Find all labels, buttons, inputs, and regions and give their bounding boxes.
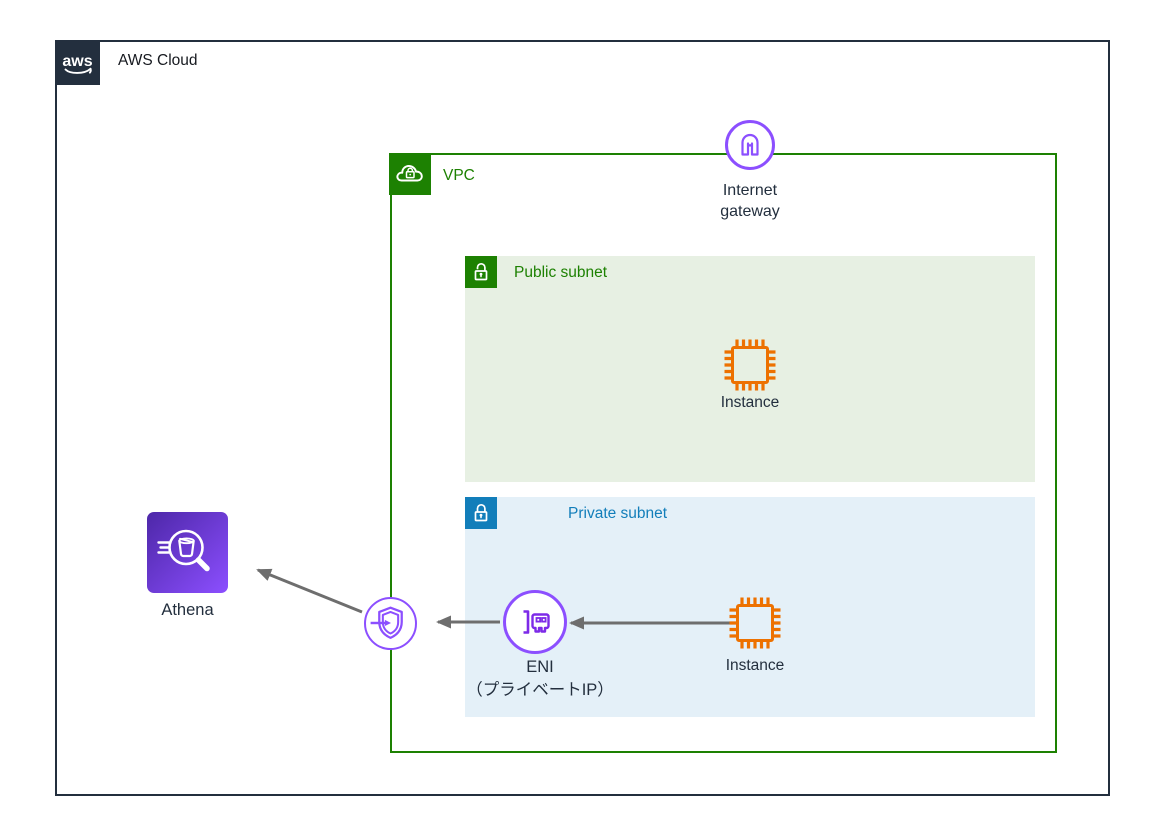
- athena-icon: [147, 512, 228, 593]
- internet-gateway-label-line2: gateway: [720, 203, 780, 220]
- eni-label: ENI （プライベートIP）: [440, 656, 640, 702]
- private-subnet-lock-icon: [465, 497, 497, 529]
- vpc-group: [390, 153, 1057, 753]
- instance-label-public: Instance: [720, 394, 780, 411]
- private-subnet-label: Private subnet: [568, 505, 668, 522]
- aws-cloud-label: AWS Cloud: [118, 52, 198, 69]
- eni-label-line1: ENI: [526, 658, 554, 676]
- instance-label-private: Instance: [725, 657, 785, 674]
- internet-gateway-label: Internet gateway: [680, 180, 820, 222]
- athena-label: Athena: [161, 601, 214, 619]
- vpc-icon: [389, 153, 431, 195]
- internet-gateway-label-line1: Internet: [722, 182, 778, 199]
- internet-gateway-icon: [725, 120, 775, 170]
- vpc-endpoint-shield-icon: [364, 597, 417, 650]
- public-subnet-label: Public subnet: [514, 264, 608, 281]
- eni-icon: [503, 590, 567, 654]
- aws-logo-icon: aws: [55, 40, 100, 85]
- public-subnet-lock-icon: [465, 256, 497, 288]
- instance-chip-icon-public: [718, 333, 782, 397]
- instance-chip-icon-private: [723, 591, 787, 655]
- aws-logo-text: aws: [62, 53, 92, 70]
- public-subnet-region: [465, 256, 1035, 482]
- vpc-label: VPC: [443, 167, 475, 184]
- eni-label-line2: （プライベートIP）: [466, 681, 614, 699]
